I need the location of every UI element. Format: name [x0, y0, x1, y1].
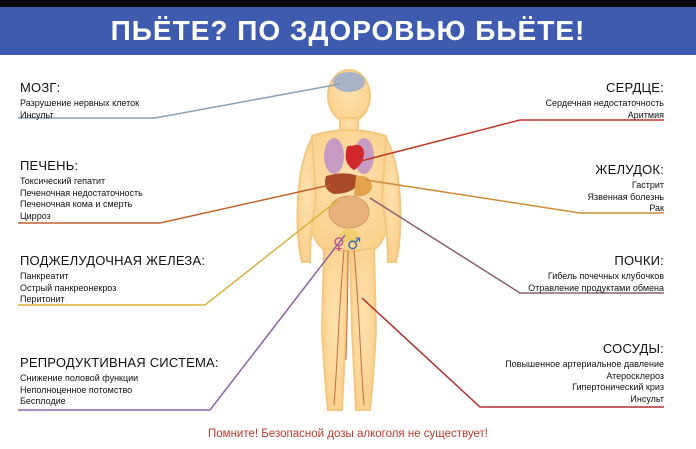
vessels-item: Повышенное артериальное давление — [505, 359, 664, 369]
connector-lines — [18, 83, 664, 411]
pancreas-connector — [18, 199, 339, 306]
brain-organ — [333, 72, 365, 92]
page-title: ПЬЁТЕ? ПО ЗДОРОВЬЮ БЬЁТЕ! — [110, 15, 586, 46]
liver-title: ПЕЧЕНЬ: — [20, 158, 79, 173]
footer-warning: Помните! Безопасной дозы алкоголя не сущ… — [208, 428, 488, 440]
pancreas-block: ПОДЖЕЛУДОЧНАЯ ЖЕЛЕЗА: Панкреатит Острый … — [20, 253, 205, 306]
stomach-block: ЖЕЛУДОК: Гастрит Язвенная болезнь Рак — [588, 162, 664, 215]
liver-connector — [18, 184, 331, 224]
liver-item: Цирроз — [20, 210, 51, 221]
vessels-item: Атеросклероз — [606, 370, 664, 381]
reproductive-item: Неполноценное потомство — [20, 384, 133, 395]
vessels-connector — [361, 297, 664, 408]
stomach-item: Гастрит — [631, 180, 664, 190]
stomach-connector — [365, 179, 664, 214]
reproductive-block: РЕПРОДУКТИВНАЯ СИСТЕМА: Снижение половой… — [20, 355, 219, 408]
body-illustration: ♀ ♂ — [18, 69, 664, 411]
reproductive-item: Снижение половой функции — [20, 373, 139, 383]
vessels-item: Инсульт — [630, 393, 664, 404]
pancreas-item: Панкреатит — [20, 271, 69, 281]
heart-connector — [356, 119, 664, 163]
stomach-title: ЖЕЛУДОК: — [595, 162, 664, 177]
vessels-title: СОСУДЫ: — [602, 341, 664, 356]
heart-item: Сердечная недостаточность — [545, 98, 664, 108]
kidneys-item: Гибель почечных клубочков — [547, 271, 664, 281]
liver-organ — [325, 173, 362, 194]
svg-text:♂: ♂ — [347, 234, 361, 253]
brain-item: Разрушение нервных клеток — [20, 98, 140, 108]
liver-block: ПЕЧЕНЬ: Токсический гепатит Печеночная н… — [20, 158, 143, 222]
heart-organ — [345, 144, 364, 170]
heart-block: СЕРДЦЕ: Сердечная недостаточность Аритми… — [546, 80, 664, 121]
stomach-item: Рак — [649, 203, 664, 213]
reproductive-connector — [18, 234, 346, 411]
bladder-organ — [339, 229, 359, 243]
reproductive-title: РЕПРОДУКТИВНАЯ СИСТЕМА: — [20, 355, 219, 370]
vessels-item: Гипертонический криз — [572, 382, 664, 392]
title-banner: ПЬЁТЕ? ПО ЗДОРОВЬЮ БЬЁТЕ! — [0, 7, 696, 55]
kidneys-title: ПОЧКИ: — [614, 253, 664, 268]
brain-title: МОЗГ: — [20, 80, 61, 95]
kidneys-item: Отравление продуктами обмена — [528, 282, 664, 293]
heart-item: Аритмия — [627, 109, 664, 120]
intestines-organ — [328, 195, 370, 229]
vessels-block: СОСУДЫ: Повышенное артериальное давление… — [505, 341, 664, 405]
vessels-organ — [333, 249, 365, 406]
brain-block: МОЗГ: Разрушение нервных клеток Инсульт — [20, 80, 139, 121]
stomach-item: Язвенная болезнь — [587, 191, 664, 202]
heart-title: СЕРДЦЕ: — [606, 80, 664, 95]
top-dark-strip — [0, 0, 696, 7]
pancreas-item: Острый панкреонекроз — [20, 282, 117, 293]
kidneys-block: ПОЧКИ: Гибель почечных клубочков Отравле… — [528, 253, 664, 294]
liver-item: Токсический гепатит — [20, 176, 106, 186]
gender-symbols: ♀ ♂ — [333, 234, 361, 253]
brain-connector — [18, 83, 341, 119]
brain-item: Инсульт — [20, 109, 54, 120]
kidneys-connector — [369, 197, 664, 294]
reproductive-item: Бесплодие — [20, 396, 66, 406]
pancreas-item: Перитонит — [20, 294, 65, 304]
liver-item: Печеночная недостаточность — [20, 187, 143, 198]
liver-item: Печеночная кома и смерть — [20, 199, 133, 209]
pancreas-title: ПОДЖЕЛУДОЧНАЯ ЖЕЛЕЗА: — [20, 253, 206, 268]
